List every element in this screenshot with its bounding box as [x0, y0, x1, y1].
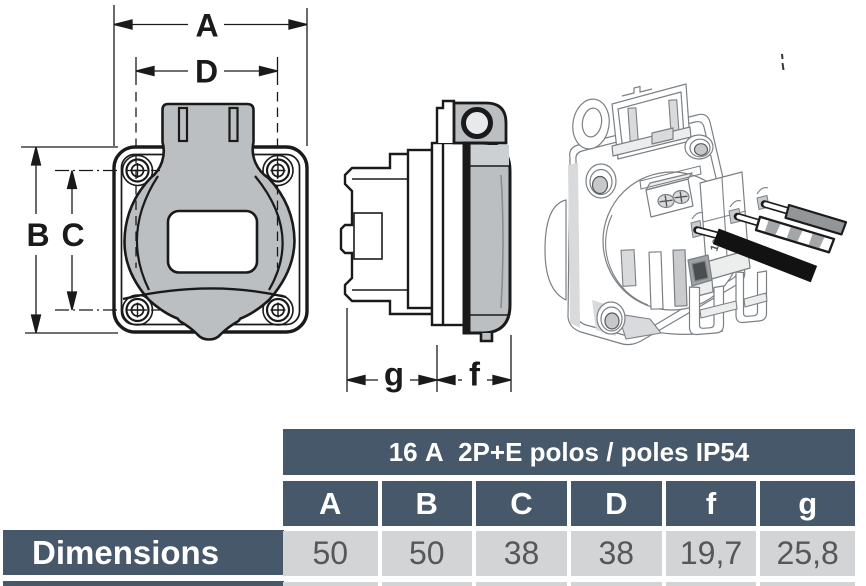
svg-text:g: g	[384, 356, 404, 393]
svg-text:C: C	[61, 217, 84, 253]
svg-text:A: A	[195, 8, 218, 44]
svg-text:B: B	[26, 217, 49, 253]
svg-text:f: f	[469, 356, 481, 393]
svg-text:D: D	[195, 54, 218, 90]
